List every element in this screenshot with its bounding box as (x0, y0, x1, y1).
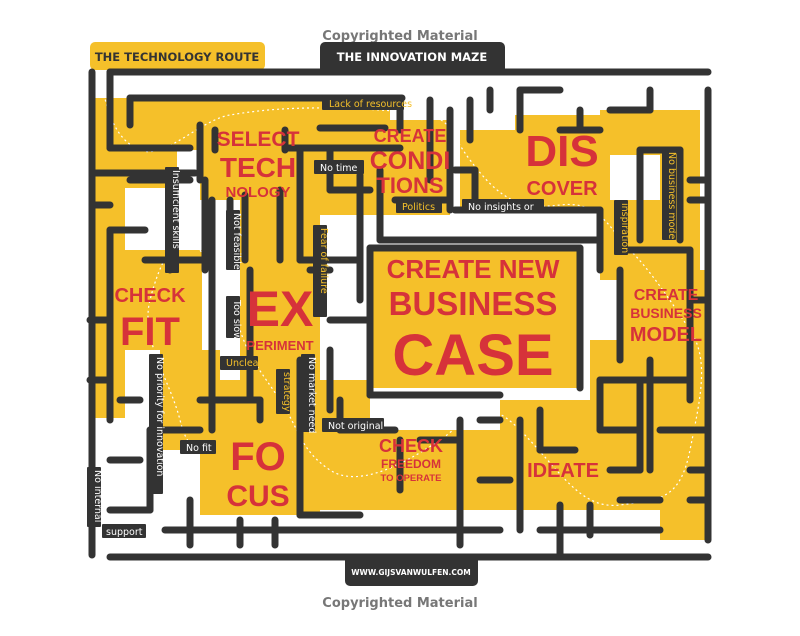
obstacle-labels: Lack of resources No time Politics No in… (92, 99, 677, 538)
obstacle-tag (226, 296, 240, 338)
stage-text: COVER (526, 178, 598, 200)
obstacle-no-fit: No fit (186, 443, 212, 454)
obstacle-not-feasible: Not feasible (231, 213, 242, 270)
maze-title: THE INNOVATION MAZE (337, 50, 488, 64)
stage-text: TO OPERATE (381, 473, 442, 484)
obstacle-too-slow: Too slow (231, 299, 242, 340)
obstacle-no-business-model: No business model (666, 152, 677, 242)
obstacle-tag (314, 160, 364, 174)
yellow-region (112, 250, 202, 350)
stage-text: CHECK (379, 436, 443, 456)
stage-check-freedom: CHECK FREEDOM TO OPERATE (379, 436, 443, 484)
stage-text: CUS (226, 480, 289, 513)
obstacle-tag (614, 200, 628, 255)
stage-text: CREATE (374, 126, 447, 146)
stage-check-fit: CHECK FIT (114, 285, 186, 354)
stage-ideate: IDEATE (527, 460, 599, 482)
obstacle-tag (180, 440, 216, 454)
obstacle-tag (226, 210, 240, 270)
obstacle-politics: Politics (402, 202, 435, 213)
obstacle-no-time: No time (320, 163, 358, 174)
obstacle-tag (322, 418, 384, 432)
obstacle-tag (313, 225, 327, 317)
stage-text: CASE (392, 323, 553, 388)
stage-create-conditions: CREATE CONDI TIONS (370, 126, 451, 198)
obstacle-support: support (106, 527, 143, 538)
obstacle-tag (102, 524, 146, 538)
footer-url: WWW.GIJSVANWULFEN.COM (351, 568, 470, 577)
title-banner (320, 42, 505, 74)
stage-text: CREATE (634, 287, 699, 304)
obstacle-insufficient-skills: Insufficient skills (170, 170, 181, 249)
stage-text: EX (247, 281, 314, 337)
copyright-top: Copyrighted Material (322, 29, 477, 44)
stage-text: CHECK (114, 285, 186, 307)
footer-banner (345, 554, 478, 586)
obstacle-no-market-need: No market need (306, 357, 317, 433)
obstacle-tag (149, 354, 163, 494)
obstacle-tag (165, 167, 179, 273)
technology-route-label: THE TECHNOLOGY ROUTE (95, 50, 260, 64)
stage-create-business-model: CREATE BUSINESS MODEL (630, 287, 702, 346)
obstacle-tag (662, 150, 676, 240)
obstacle-strategy: strategy (281, 372, 292, 412)
obstacle-tag (220, 356, 258, 370)
stage-text: TECH (220, 152, 296, 183)
obstacle-fear-of-failure: Fear of failure (318, 228, 329, 294)
stage-text: CREATE NEW (387, 254, 560, 284)
obstacle-tag (462, 199, 544, 213)
obstacle-inspiration: inspiration (619, 203, 630, 253)
stage-discover: DIS COVER (525, 127, 598, 200)
stage-text: DIS (525, 127, 598, 176)
stage-text: IDEATE (527, 460, 599, 482)
obstacle-no-insights: No insights or (468, 202, 534, 213)
stage-text: BUSINESS (630, 305, 702, 321)
obstacle-tag (322, 96, 404, 110)
copyright-bottom: Copyrighted Material (322, 596, 477, 611)
stage-text: FO (230, 435, 286, 479)
stage-text: BUSINESS (389, 285, 558, 322)
obstacle-tag (301, 354, 315, 432)
technology-route-banner (90, 42, 265, 70)
obstacle-tag (396, 199, 442, 213)
stage-create-business-case: CREATE NEW BUSINESS CASE (387, 254, 560, 388)
stage-text: MODEL (630, 324, 702, 346)
obstacle-not-original: Not original (328, 421, 383, 432)
stage-focus: FO CUS (226, 435, 289, 513)
obstacle-unclear: Unclear (226, 358, 263, 369)
obstacle-no-internal: No internal (92, 470, 103, 522)
stage-select-technology: SELECT TECH NOLOGY (217, 128, 300, 201)
stage-text: CONDI (370, 147, 451, 175)
dotted-route (99, 69, 703, 506)
route-dots (99, 69, 703, 506)
stage-text: TIONS (376, 173, 443, 198)
stage-text: FIT (120, 310, 180, 354)
stage-text: NOLOGY (225, 184, 290, 201)
stage-text: FREEDOM (381, 457, 441, 471)
stage-text: SELECT (217, 128, 300, 151)
stage-experiment: EX PERIMENT (246, 281, 313, 353)
obstacle-no-priority: No priority for innovation (154, 357, 165, 476)
obstacle-lack-of-resources: Lack of resources (329, 99, 412, 110)
stage-text: PERIMENT (246, 338, 313, 353)
obstacle-tag (87, 467, 101, 527)
obstacle-tag (276, 369, 290, 414)
yellow-region (370, 248, 580, 388)
